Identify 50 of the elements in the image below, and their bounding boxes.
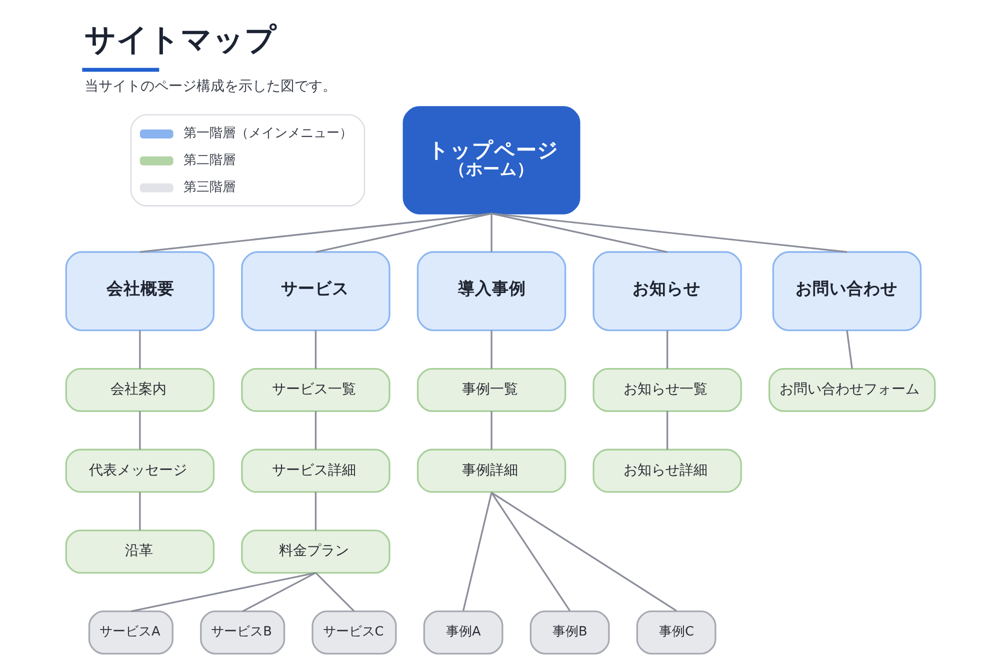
node-box: 事例詳細 bbox=[416, 448, 566, 493]
connector bbox=[490, 492, 570, 612]
node-box: お問い合わせフォーム bbox=[768, 368, 936, 412]
node-box: トップページ （ホーム） bbox=[402, 106, 580, 214]
node-box: 会社案内 bbox=[64, 368, 214, 412]
connector bbox=[666, 330, 668, 369]
node-box: 事例A bbox=[422, 610, 503, 654]
connector bbox=[139, 212, 492, 253]
node-box: 事例B bbox=[529, 610, 610, 654]
diagram-title: サイトマップ bbox=[84, 22, 276, 58]
node-box: 導入事例 bbox=[416, 251, 566, 332]
legend-label: 第一階層（メインメニュー） bbox=[183, 126, 352, 142]
connector bbox=[314, 572, 354, 612]
node-box: サービスB bbox=[200, 610, 285, 654]
node-box: 事例C bbox=[636, 610, 716, 654]
node-box: お知らせ bbox=[592, 251, 742, 332]
legend-label: 第三階層 bbox=[183, 180, 236, 196]
node-box: サービス bbox=[240, 251, 390, 332]
connector bbox=[490, 212, 667, 253]
legend-label: 第二階層 bbox=[183, 153, 236, 168]
node-box: サービス一覧 bbox=[240, 368, 390, 412]
node-box: サービスA bbox=[88, 610, 173, 654]
connector bbox=[314, 411, 316, 450]
connector bbox=[130, 572, 316, 612]
connector bbox=[490, 330, 492, 369]
node-box: 事例一覧 bbox=[416, 368, 566, 412]
caption: 当サイトのページ構成を示した図です。 bbox=[84, 78, 336, 95]
node-box: サービスC bbox=[311, 610, 396, 654]
connector bbox=[242, 572, 316, 612]
connector bbox=[490, 214, 492, 252]
node-box: お知らせ詳細 bbox=[592, 448, 742, 493]
node-box: 会社概要 bbox=[64, 251, 214, 332]
node-box: お知らせ一覧 bbox=[592, 368, 742, 412]
connector bbox=[462, 492, 492, 611]
node-box: サービス詳細 bbox=[240, 448, 390, 493]
connector bbox=[666, 411, 668, 450]
connector bbox=[490, 492, 676, 612]
connector bbox=[314, 492, 316, 530]
connector bbox=[138, 330, 140, 369]
node-box: 沿革 bbox=[64, 530, 214, 574]
connector bbox=[314, 330, 316, 369]
connector bbox=[138, 492, 140, 530]
connector bbox=[490, 411, 492, 450]
node-box: 代表メッセージ bbox=[64, 448, 214, 493]
connector bbox=[315, 212, 492, 253]
node-box: お問い合わせ bbox=[772, 251, 922, 332]
connector bbox=[490, 212, 847, 253]
connector bbox=[846, 330, 852, 369]
node-box: 料金プラン bbox=[240, 530, 390, 574]
connector bbox=[138, 411, 140, 450]
